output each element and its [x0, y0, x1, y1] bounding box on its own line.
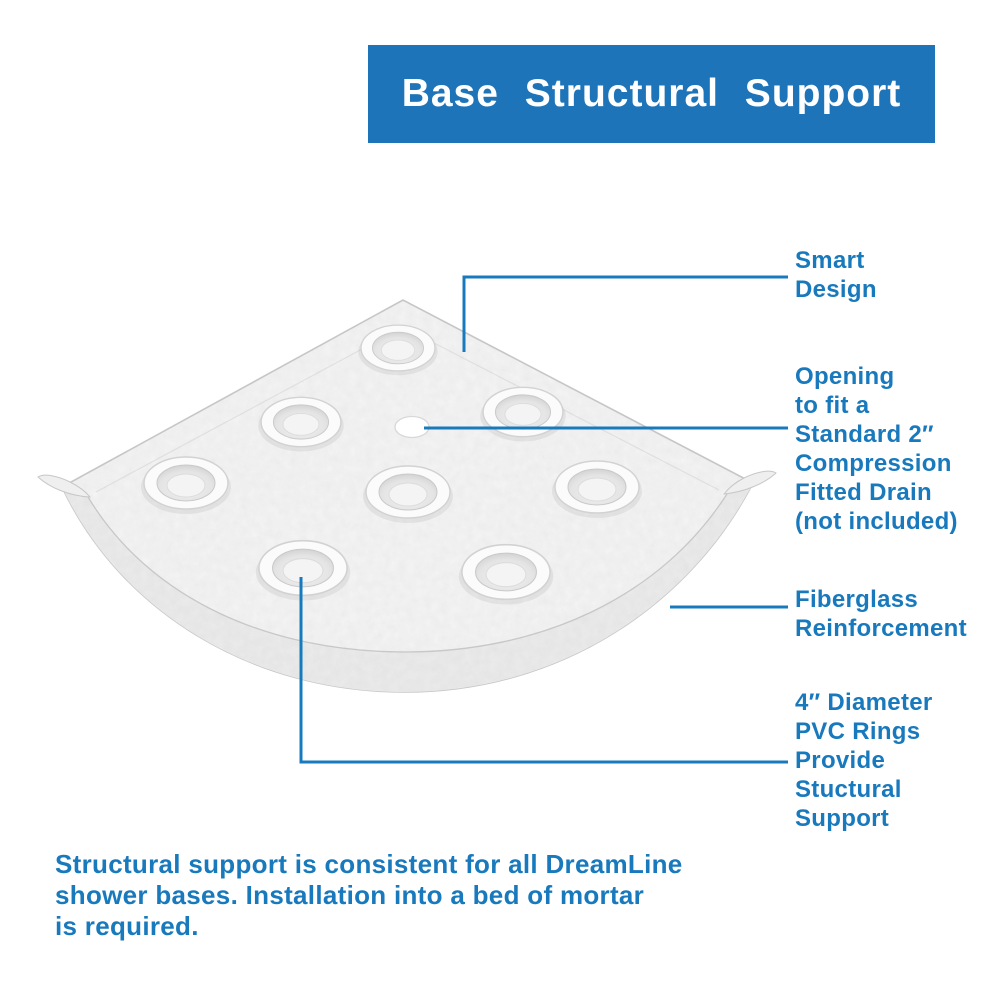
pvc-ring [254, 539, 352, 602]
callout-lines [299, 275, 788, 764]
callout-line-pvc-rings [299, 577, 788, 764]
pvc-ring [457, 543, 555, 606]
footer-note: Structural support is consistent for all… [55, 849, 683, 941]
base-pan [37, 299, 777, 693]
callout-label-fiberglass: Fiberglass Reinforcement [795, 586, 967, 642]
pvc-ring [140, 456, 232, 515]
callout-label-smart-design: Smart Design [795, 247, 877, 303]
pvc-ring [357, 324, 439, 376]
header-banner: Base Structural Support [368, 45, 935, 143]
pvc-ring [362, 465, 454, 524]
left-flange [37, 474, 92, 498]
pvc-ring [257, 396, 345, 453]
callout-label-drain-opening: Opening to fit a Standard 2″ Compression… [795, 363, 958, 535]
callout-line-smart-design [462, 275, 788, 352]
drain-opening-hole [394, 415, 430, 439]
pvc-ring [479, 386, 567, 443]
pvc-ring [551, 460, 643, 519]
page-title: Base Structural Support [401, 72, 902, 115]
right-flange [722, 470, 777, 495]
callout-label-pvc-rings: 4″ Diameter PVC Rings Provide Stuctural … [795, 689, 933, 832]
